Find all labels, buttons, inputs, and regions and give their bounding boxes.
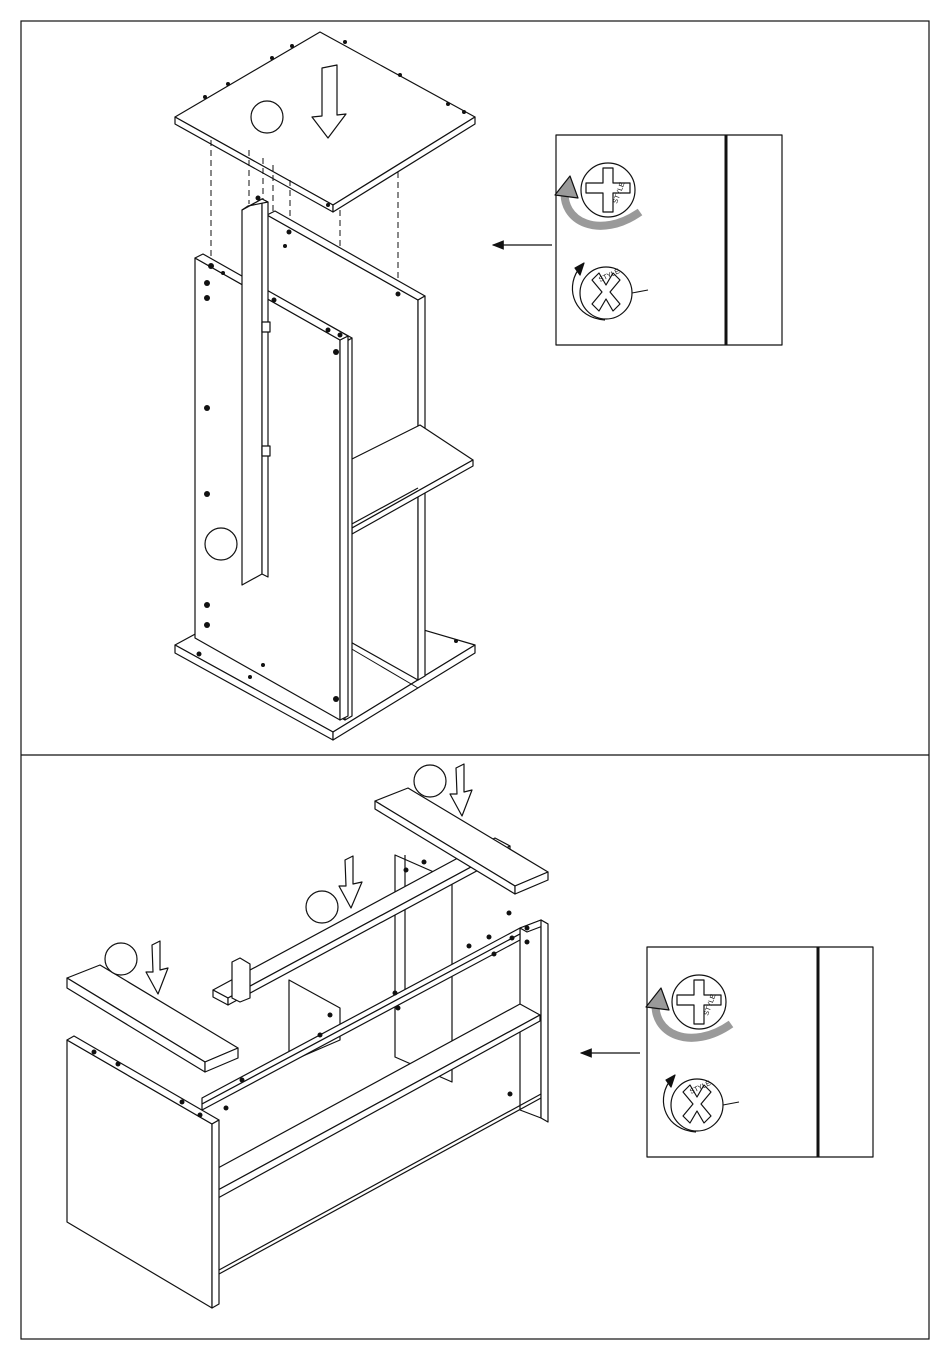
part-bubble-icon xyxy=(205,528,237,560)
cam-bracket xyxy=(262,322,270,332)
back-top-edge xyxy=(219,1098,541,1274)
left-side-panel xyxy=(195,254,348,720)
vertical-rail xyxy=(242,199,268,585)
step-panel-bottom xyxy=(67,764,873,1308)
down-arrow-icon xyxy=(450,764,472,816)
down-arrow-icon xyxy=(339,856,362,908)
cam-bracket xyxy=(262,446,270,456)
support-block xyxy=(232,958,250,1002)
part-bubble-icon xyxy=(414,765,446,797)
left-end-panel xyxy=(67,1036,219,1308)
step-panel-top xyxy=(175,32,782,740)
cam-lock-inset-top xyxy=(555,135,782,345)
back-top-edge xyxy=(219,1094,541,1270)
lower-shelf xyxy=(218,1004,540,1198)
part-bubble-icon xyxy=(251,101,283,133)
part-bubble-icon xyxy=(306,891,338,923)
front-rail xyxy=(202,928,520,1110)
down-arrow-icon xyxy=(146,941,168,994)
cam-lock-inset-bottom xyxy=(646,947,873,1157)
part-bubble-icon xyxy=(105,943,137,975)
